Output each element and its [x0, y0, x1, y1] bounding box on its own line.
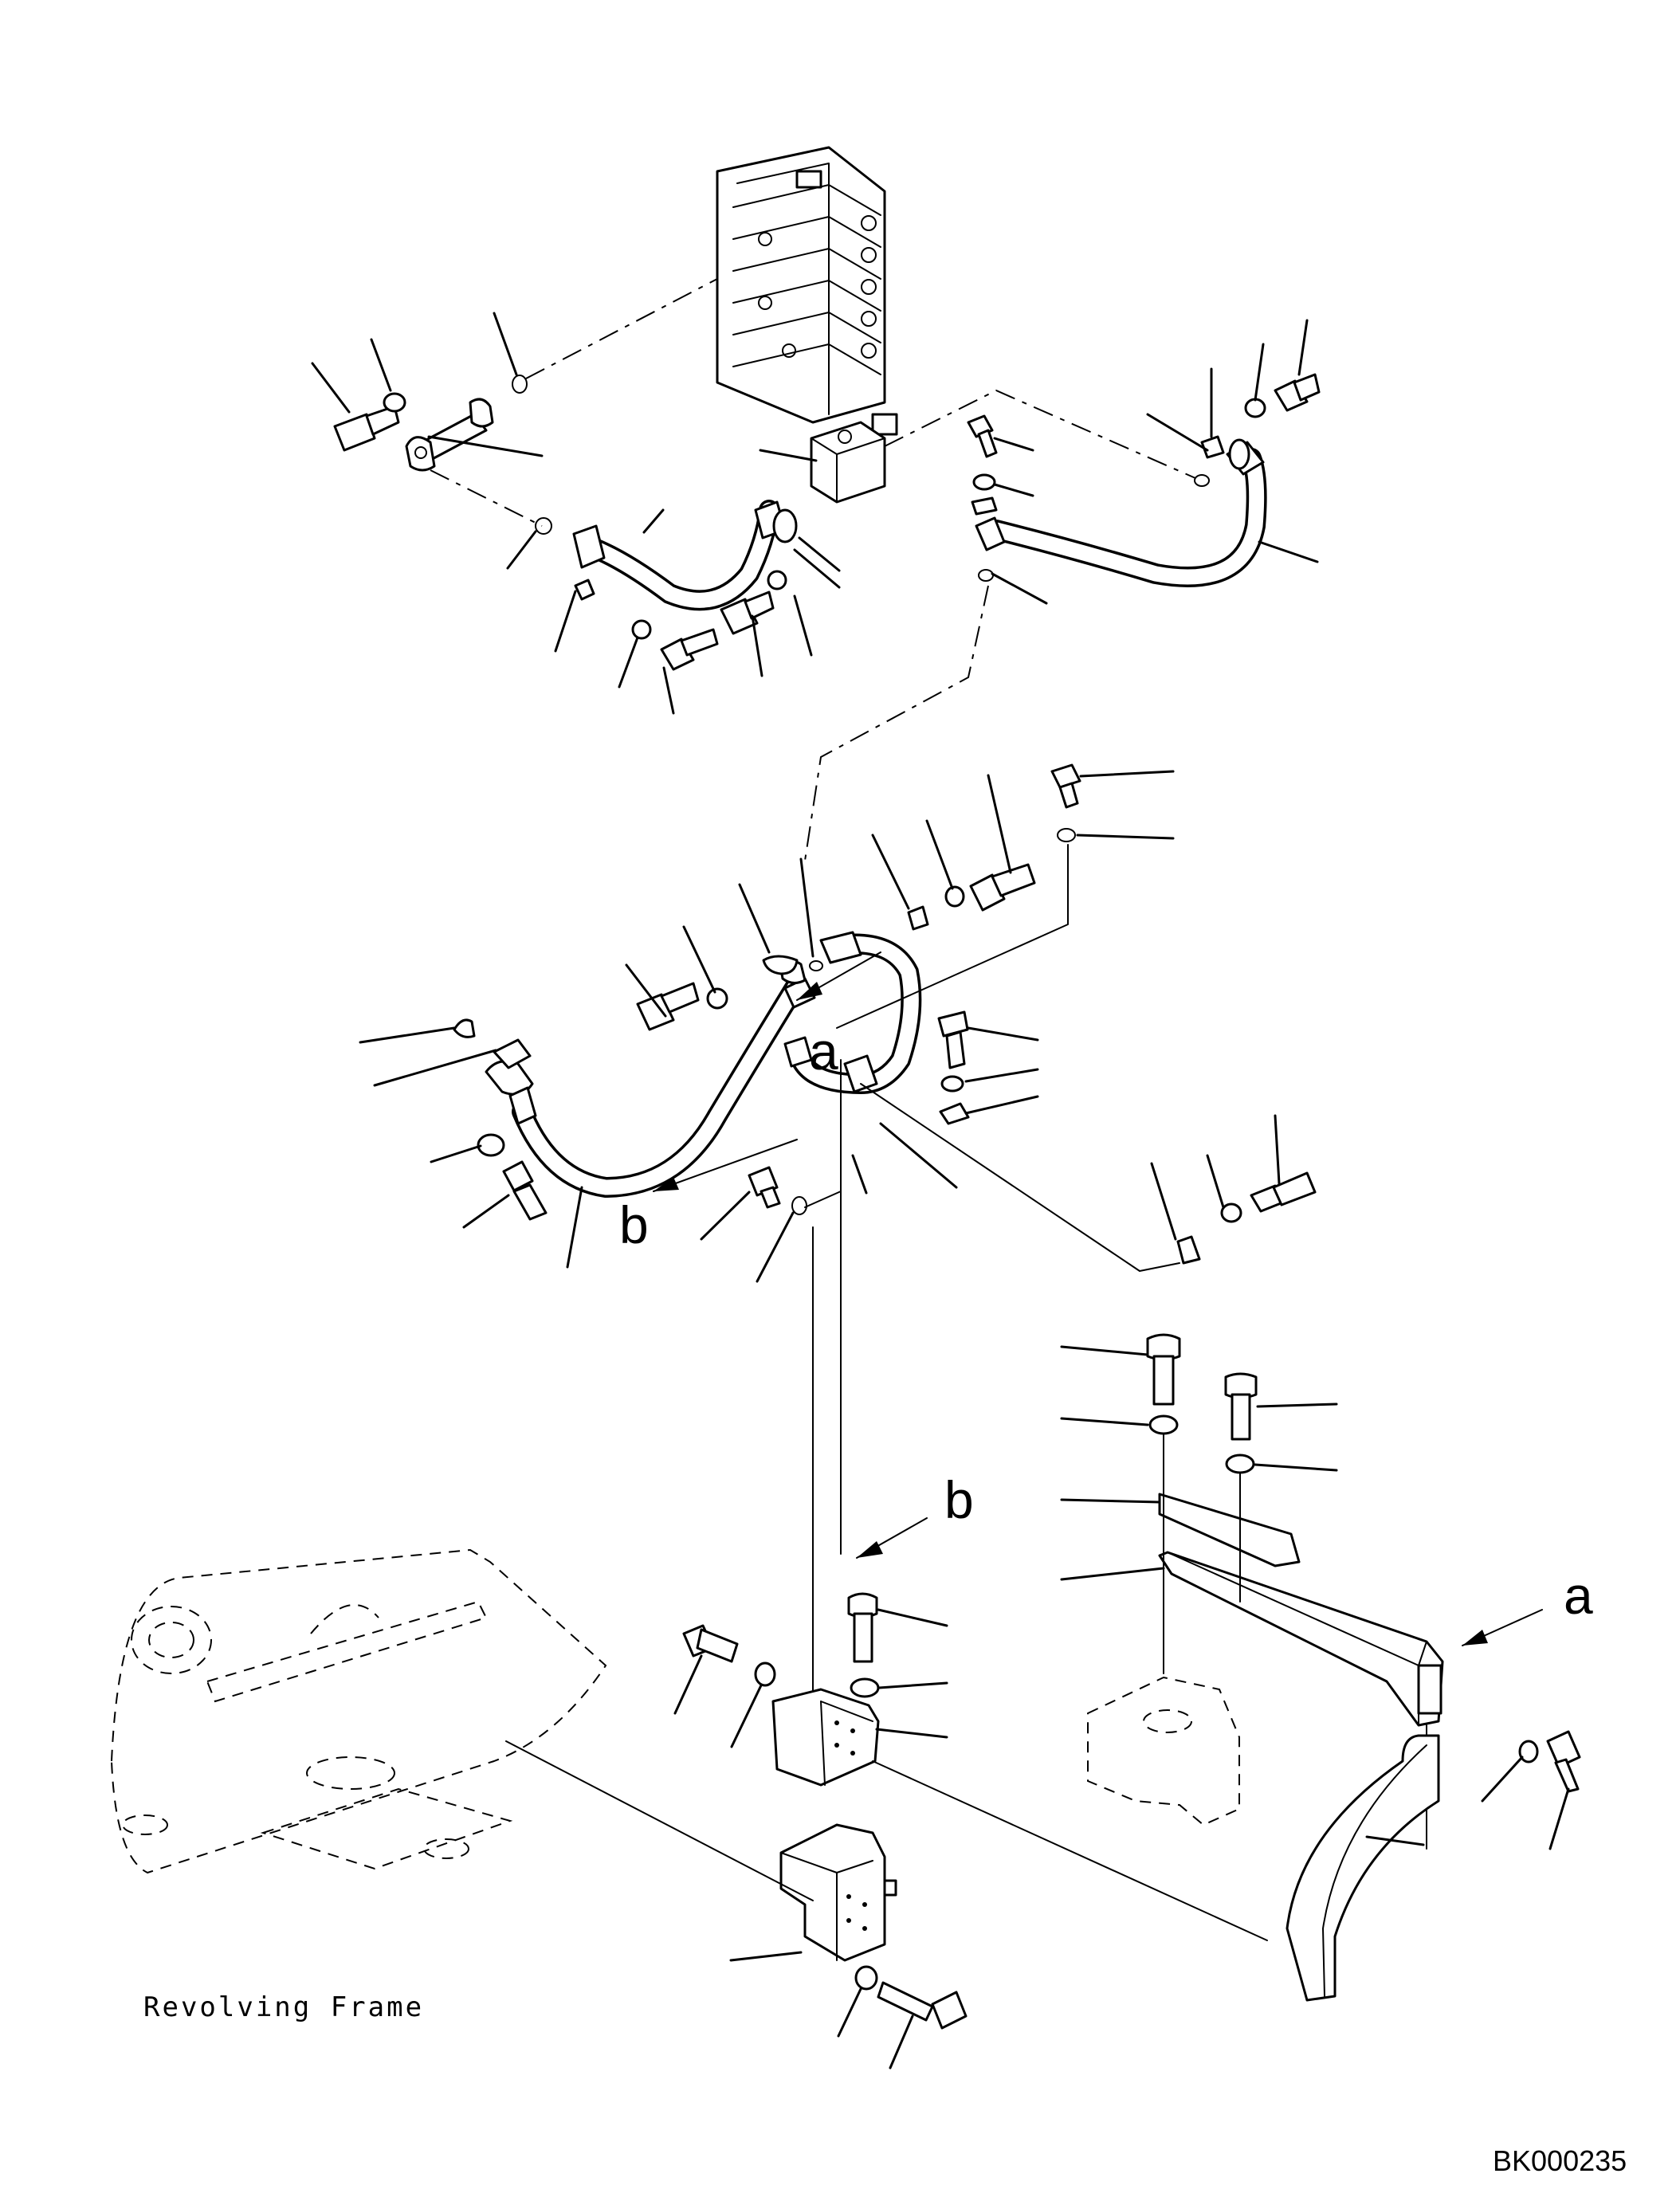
- bolt-bracket-bottom: [877, 1981, 968, 2030]
- bracket-tab: [1417, 1664, 1443, 1715]
- view-arrow-a-lower: [1462, 1609, 1543, 1646]
- view-label-a-lower: a: [1564, 1566, 1593, 1625]
- bolt-bracket-left: [1146, 1333, 1181, 1406]
- fitting-middle-left: [485, 1038, 537, 1125]
- washer-middle-top: [944, 885, 965, 908]
- hose-upper-left: [572, 500, 798, 611]
- oring-top-left: [512, 375, 528, 394]
- oring-middle-lower: [791, 1196, 807, 1215]
- centerline-valve-right: [884, 389, 1196, 479]
- washer-upper-right-valve: [972, 473, 996, 491]
- bolt-lower-left: [682, 1624, 739, 1663]
- bolt-upper-right-valve: [967, 414, 998, 458]
- washer-bracket-right: [1225, 1454, 1255, 1474]
- view-label-b-upper: b: [619, 1195, 649, 1254]
- frame-mount-ghost: [1087, 1676, 1240, 1826]
- hose-upper-right: [975, 438, 1267, 587]
- fitting-middle-lower: [748, 1166, 781, 1209]
- clamp-middle-top: [907, 905, 929, 931]
- assembly-line-2: [860, 1083, 1180, 1272]
- oring-upper-right: [1194, 474, 1210, 487]
- bolt-bracket-right: [1224, 1372, 1258, 1441]
- frame-caption: Revolving Frame: [143, 1991, 424, 2023]
- bolt-middle-center: [636, 982, 700, 1031]
- support-bracket: [1286, 1734, 1440, 2002]
- view-arrow-b-upper: [653, 1139, 798, 1192]
- bolt-top-left: [333, 405, 400, 452]
- clamp-upper-left: [574, 579, 595, 601]
- plate-upper: [1158, 1493, 1301, 1567]
- washer-top-left: [383, 392, 406, 413]
- bolt-middle-right-a: [937, 1010, 969, 1069]
- cap-middle-left: [453, 1018, 476, 1038]
- centerline-valve-left: [525, 278, 718, 379]
- bolt-upper-right: [1274, 373, 1321, 412]
- view-label-b-lower: b: [944, 1470, 974, 1529]
- washer-right-lower: [1220, 1202, 1242, 1223]
- revolving-frame-ghost: [110, 1548, 607, 1874]
- washer-upper-right: [1244, 398, 1266, 418]
- washer-middle-center: [706, 987, 728, 1010]
- bracket-long: [1158, 1551, 1444, 1727]
- washer-lower-left: [754, 1661, 776, 1687]
- hose-middle-right: [783, 931, 922, 1095]
- clamp-right-lower: [1176, 1235, 1201, 1265]
- bracket-lower: [779, 1823, 897, 1962]
- bracket-block: [771, 1688, 880, 1787]
- oring-middle-center: [762, 955, 799, 975]
- bolt-middle-top: [969, 863, 1036, 912]
- bolt-upper-mid: [720, 590, 775, 635]
- oring-upper-right-valve: [978, 569, 994, 582]
- oring-middle-top: [809, 960, 823, 971]
- bolt-lower-center-top: [847, 1592, 878, 1663]
- centerline-pipe-left: [430, 469, 543, 527]
- oring-top-right: [1057, 828, 1076, 842]
- hose-middle-left: [512, 974, 807, 1199]
- bolt-middle-left: [502, 1160, 548, 1221]
- clip-middle-right: [939, 1102, 970, 1125]
- washer-bracket-bottom: [854, 1965, 878, 1991]
- bolt-upper-mid-left: [660, 628, 719, 671]
- relief-block: [810, 421, 886, 504]
- left-steel-pipe: [405, 398, 494, 472]
- bolt-right-lower: [1250, 1171, 1317, 1213]
- washer-lower-center: [850, 1677, 880, 1698]
- washer-middle-right: [940, 1075, 964, 1093]
- washer-middle-left: [477, 1133, 505, 1157]
- drawing-code: BK000235: [1493, 2144, 1627, 2177]
- leader-lines: [311, 312, 1570, 2069]
- washer-bracket-left: [1148, 1414, 1179, 1435]
- view-arrow-b-lower: [856, 1517, 928, 1559]
- assembly-line-7: [872, 1760, 1268, 1941]
- washer-upper-mid-left: [631, 619, 652, 640]
- bolt-bracket-lower: [1546, 1730, 1581, 1793]
- oring-upper-hose-left: [535, 517, 552, 535]
- control-valve: [716, 146, 898, 436]
- plug-top-right: [1050, 763, 1081, 809]
- view-arrow-a-upper: [796, 951, 881, 1001]
- centerline-down: [804, 585, 989, 861]
- assembly-line-8: [505, 1740, 814, 1901]
- washer-bracket-lower: [1518, 1740, 1539, 1763]
- view-label-a-upper: a: [809, 1022, 838, 1081]
- assembly-line-1: [836, 844, 1069, 1029]
- washer-upper-mid: [767, 570, 787, 590]
- clamp-upper-right: [1200, 435, 1225, 459]
- clip-upper-right: [971, 496, 998, 516]
